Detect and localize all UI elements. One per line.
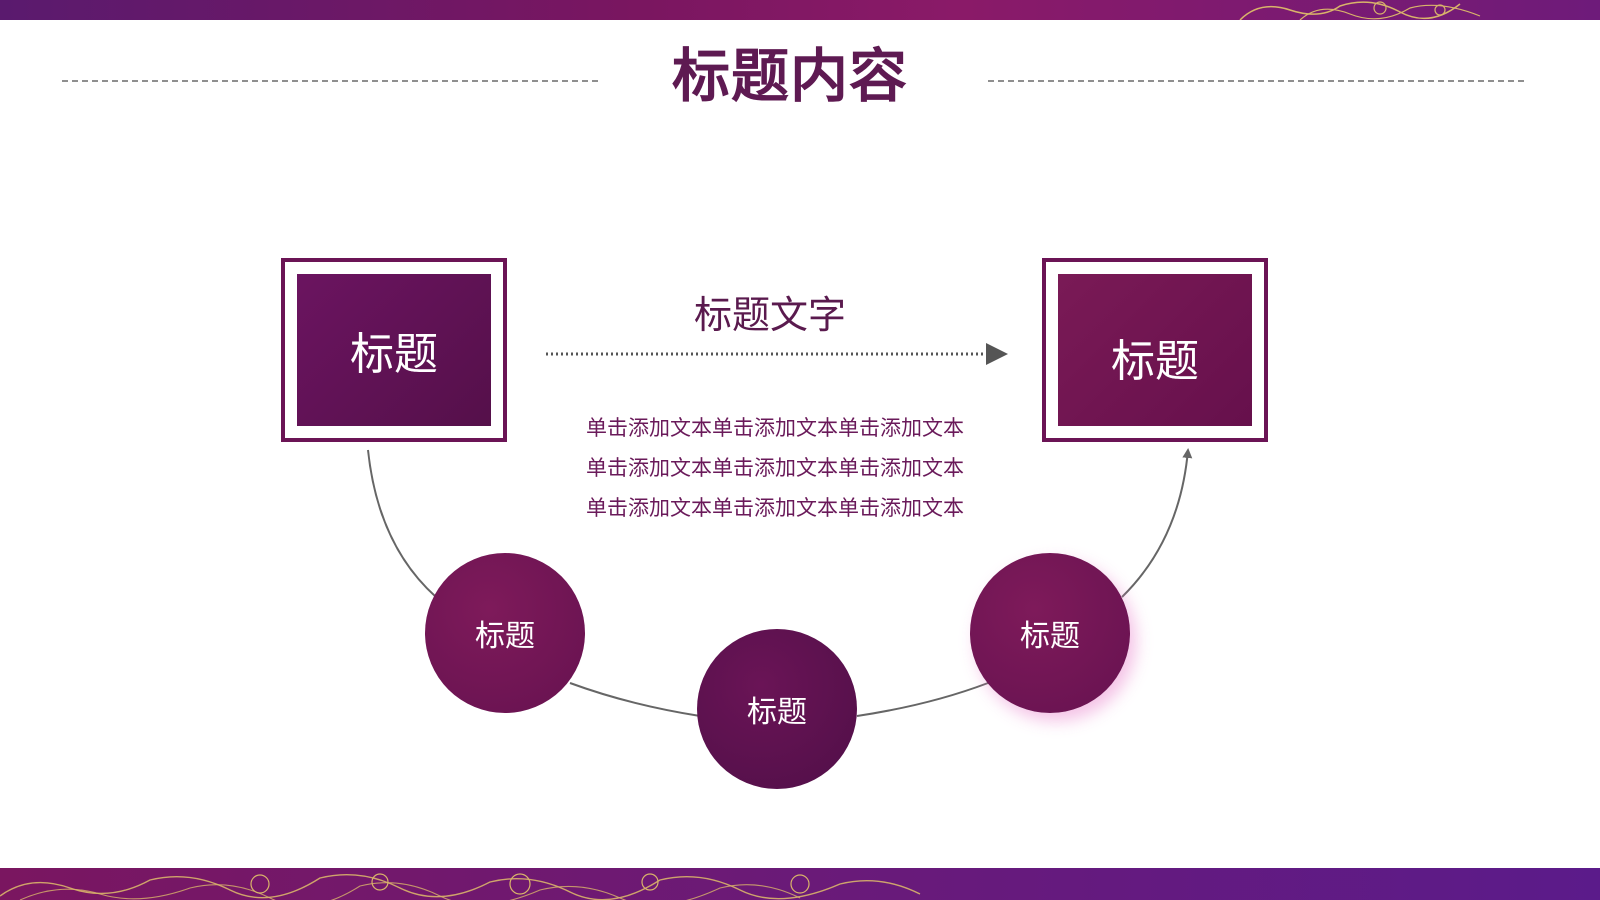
header-dashed-line-right (988, 80, 1524, 82)
floral-pattern-icon (1239, 1, 1481, 20)
curved-connector-bottom-left (569, 682, 701, 717)
circle-node-3: 标题 (970, 553, 1130, 713)
left-title-box-label: 标题 (297, 274, 491, 426)
curved-connector-right (1121, 448, 1193, 598)
bottom-decorative-band (0, 868, 1600, 900)
page-title: 标题内容 (671, 42, 908, 110)
circle-node-2: 标题 (697, 629, 857, 789)
body-text-block: 单击添加文本单击添加文本单击添加文本 单击添加文本单击添加文本单击添加文本 单击… (560, 408, 990, 528)
right-title-box-label: 标题 (1058, 274, 1252, 426)
body-text-line: 单击添加文本单击添加文本单击添加文本 (586, 496, 964, 520)
curved-connector-bottom-right (856, 682, 989, 717)
top-decorative-band (0, 0, 1600, 20)
floral-pattern-icon (0, 873, 921, 900)
curved-connector-left (367, 449, 437, 598)
body-text-line: 单击添加文本单击添加文本单击添加文本 (586, 456, 964, 480)
body-text-line: 单击添加文本单击添加文本单击添加文本 (586, 416, 964, 440)
circle-node-1: 标题 (425, 553, 585, 713)
header-dashed-line-left (62, 80, 598, 82)
right-title-box: 标题 (1042, 258, 1268, 442)
left-title-box: 标题 (281, 258, 507, 442)
arrow-head-icon (986, 343, 1008, 365)
arrow-label: 标题文字 (693, 293, 846, 337)
